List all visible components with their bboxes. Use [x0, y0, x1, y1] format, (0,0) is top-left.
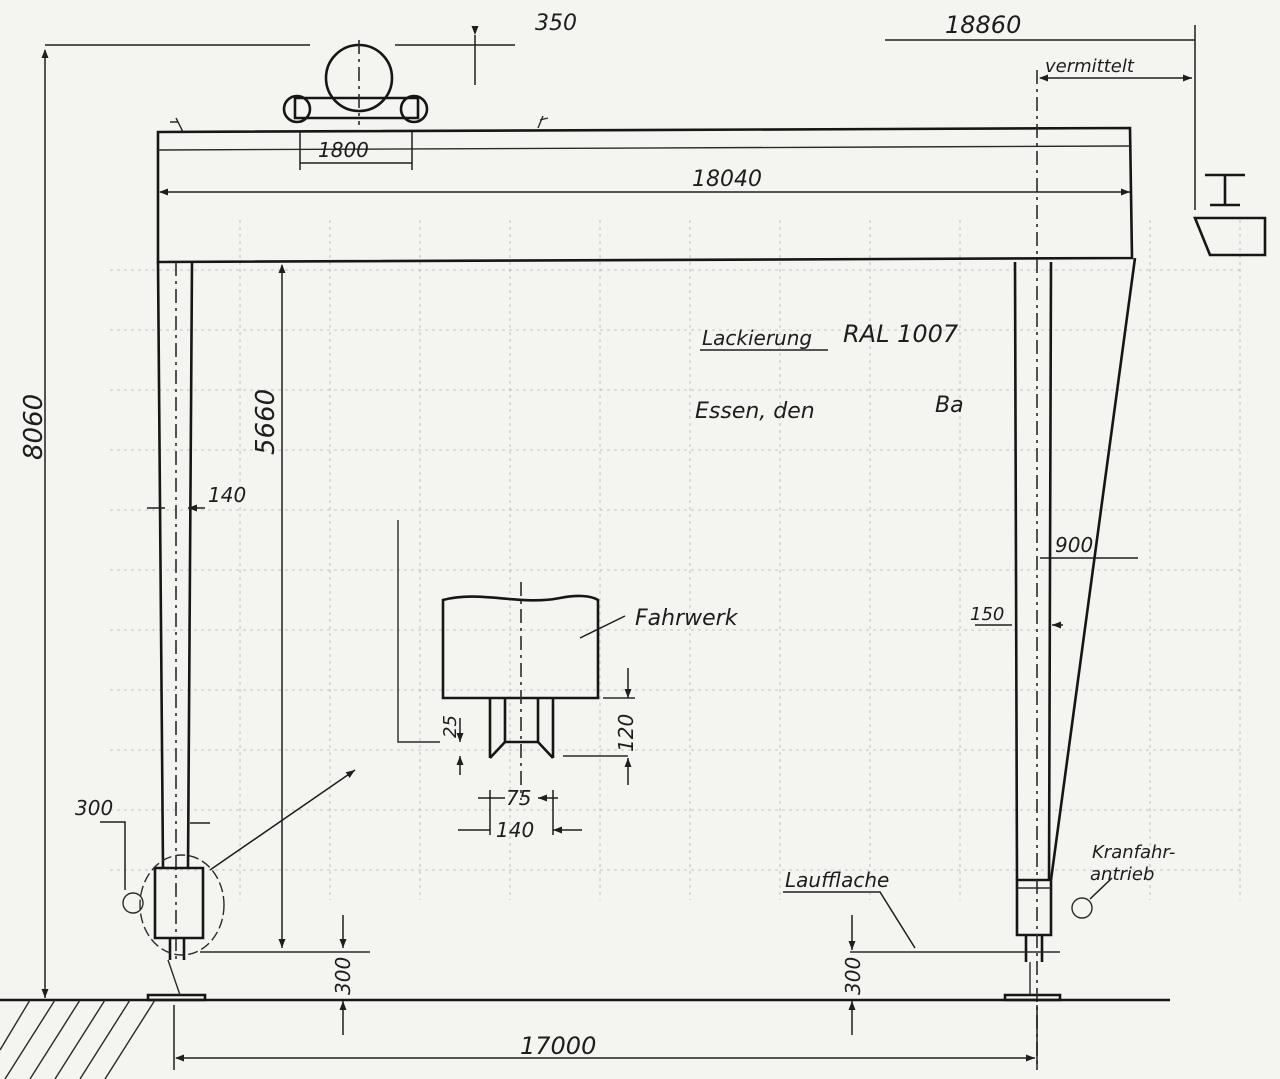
main-girder — [156, 115, 1134, 264]
note-ral: RAL 1007 — [843, 320, 959, 348]
dim-1800: 1800 — [318, 138, 369, 162]
dim-17000: 17000 — [520, 1032, 596, 1060]
note-fahrwerk: Fahrwerk — [635, 606, 739, 631]
wheel-detail — [397, 520, 635, 800]
dimension-lines — [41, 25, 1196, 1070]
ground — [0, 951, 1170, 1079]
rail-detail — [1193, 173, 1267, 257]
left-leg — [122, 261, 225, 1002]
dim-vermittelt: vermittelt — [1045, 56, 1135, 77]
dim-5660: 5660 — [251, 389, 281, 455]
dim-140-wheel: 140 — [496, 818, 534, 842]
note-laufflaeche: Laufflache — [785, 868, 889, 892]
dim-120: 120 — [614, 714, 638, 752]
dim-900: 900 — [1055, 533, 1093, 557]
dim-18040: 18040 — [692, 167, 762, 192]
right-leg — [1003, 70, 1137, 1065]
dim-75: 75 — [506, 786, 531, 810]
note-essen: Essen, den — [695, 399, 815, 424]
dim-300-foot-left: 300 — [331, 957, 355, 995]
note-kranfahrantrieb-2: antrieb — [1090, 864, 1154, 885]
note-kranfahrantrieb-1: Kranfahr- — [1092, 842, 1175, 863]
dim-8060: 8060 — [19, 394, 49, 460]
dim-300-foot-right: 300 — [841, 957, 865, 995]
notes: Lackierung RAL 1007 Essen, den Ba Fahrwe… — [635, 320, 1175, 892]
note-signature: Ba — [935, 393, 964, 418]
dim-140-leg: 140 — [208, 483, 246, 507]
trolley — [282, 40, 429, 125]
dim-350: 350 — [535, 11, 577, 36]
note-lackierung: Lackierung — [702, 326, 812, 350]
dim-25: 25 — [440, 715, 461, 738]
dim-18860: 18860 — [945, 11, 1021, 39]
background-grid — [110, 220, 1241, 900]
dimension-labels: 350 18860 vermittelt 1800 18040 8060 566… — [19, 11, 1135, 1060]
dim-300-left: 300 — [75, 796, 113, 820]
dim-150: 150 — [970, 604, 1004, 625]
